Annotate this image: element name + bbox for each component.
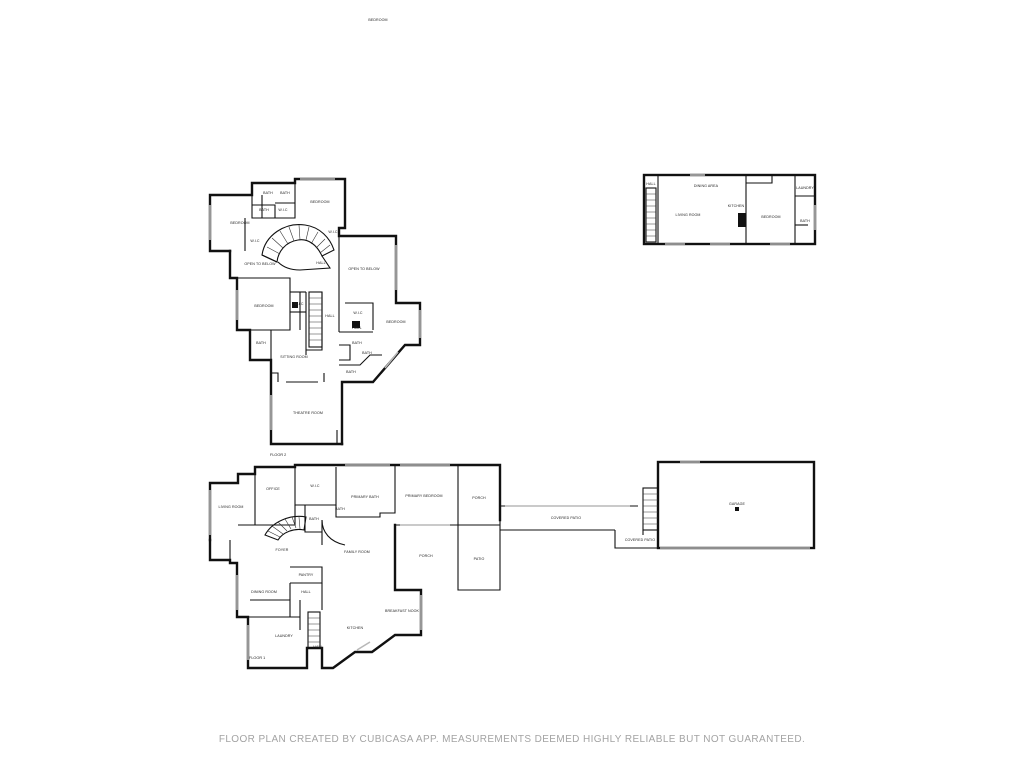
room-label: HALL bbox=[313, 645, 322, 649]
room-label: BATH bbox=[309, 517, 319, 521]
floor-2-outer-wall-north bbox=[208, 177, 422, 446]
room-label: OPEN TO BELOW bbox=[348, 267, 380, 271]
room-label: BEDROOM bbox=[254, 304, 273, 308]
room-label: BATH bbox=[259, 208, 269, 212]
room-label: BATH bbox=[263, 191, 273, 195]
room-label: KITCHEN bbox=[347, 626, 364, 630]
room-label: BATH bbox=[800, 219, 810, 223]
room-label: HALL bbox=[325, 314, 334, 318]
floor-2-outer-wall-west bbox=[228, 249, 344, 446]
room-label: PATIO bbox=[474, 557, 485, 561]
room-label: PORCH bbox=[419, 554, 433, 558]
room-label: BEDROOM bbox=[386, 320, 405, 324]
floor-1-plan: OFFICE W.I.C PRIMARY BATH PRIMARY BEDROO… bbox=[208, 463, 658, 670]
room-label: W.I.C bbox=[310, 484, 320, 488]
room-label: FOYER bbox=[276, 548, 289, 552]
room-label: THEATRE ROOM bbox=[293, 411, 323, 415]
room-label: DINING AREA bbox=[694, 184, 719, 188]
floor-2-straight-stair bbox=[308, 291, 323, 348]
floor-1-caption: FLOOR 1 bbox=[249, 656, 265, 660]
room-label: BEDROOM bbox=[761, 215, 780, 219]
room-label: BEDROOM bbox=[310, 200, 329, 204]
room-label: HALL bbox=[301, 590, 310, 594]
room-label: FAMILY ROOM bbox=[344, 550, 370, 554]
room-label: LIVING ROOM bbox=[675, 213, 700, 217]
floor-2-caption: FLOOR 2 bbox=[270, 453, 286, 457]
room-label: PANTRY bbox=[299, 573, 314, 577]
floor-2-plan: BATH BATH BATH W.I.C BEDROOM BEDROOM W.I… bbox=[208, 177, 422, 457]
garage-plan: GARAGE COVERED PATIO bbox=[625, 460, 816, 550]
room-label: LAUNDRY bbox=[796, 186, 814, 190]
room-label: GARAGE bbox=[729, 502, 745, 506]
room-label: W.I.C bbox=[294, 302, 304, 306]
room-label: DINING ROOM bbox=[251, 590, 277, 594]
curved-staircase bbox=[261, 224, 335, 263]
floor-1-outer-wall bbox=[208, 463, 502, 542]
room-label: COVERED PATIO bbox=[625, 538, 655, 542]
room-label: KITCHEN bbox=[728, 204, 745, 208]
room-label: BATH bbox=[362, 351, 372, 355]
room-label: W.I.C bbox=[353, 311, 363, 315]
room-label: HALL bbox=[316, 261, 325, 265]
room-label: BEDROOM bbox=[230, 221, 249, 225]
room-label: HALL bbox=[646, 182, 655, 186]
room-label: BATH bbox=[352, 341, 362, 345]
room-label: LIVING ROOM bbox=[218, 505, 243, 509]
room-label: W.I.C bbox=[250, 239, 260, 243]
room-label: COVERED PATIO bbox=[551, 516, 581, 520]
room-label: SITTING ROOM bbox=[280, 355, 308, 359]
room-label: LAUNDRY bbox=[275, 634, 293, 638]
floor-1-curved-stair bbox=[264, 515, 307, 541]
room-label: BATH bbox=[346, 370, 356, 374]
room-label: HALL bbox=[352, 326, 361, 330]
room-label: PRIMARY BEDROOM bbox=[405, 494, 442, 498]
room-label: BATH bbox=[335, 507, 345, 511]
room-label: BATH bbox=[256, 341, 266, 345]
guest-house-stair bbox=[645, 187, 657, 243]
garage-stair bbox=[642, 487, 659, 531]
guest-house-plan: HALL DINING AREA LIVING ROOM KITCHEN BED… bbox=[642, 173, 817, 246]
stray-bedroom-label: BEDROOM bbox=[368, 18, 387, 22]
room-label: BREAKFAST NOOK bbox=[385, 609, 420, 613]
room-label: OFFICE bbox=[266, 487, 280, 491]
room-label: OPEN TO BELOW bbox=[244, 262, 276, 266]
room-label: PORCH bbox=[472, 496, 486, 500]
room-label: W.I.C bbox=[328, 230, 338, 234]
room-label: W.I.C bbox=[278, 208, 288, 212]
guest-house-outer-wall bbox=[642, 173, 817, 246]
room-label: BATH bbox=[280, 191, 290, 195]
room-label: PRIMARY BATH bbox=[351, 495, 379, 499]
disclaimer-footer: FLOOR PLAN CREATED BY CUBICASA APP. MEAS… bbox=[218, 734, 806, 745]
